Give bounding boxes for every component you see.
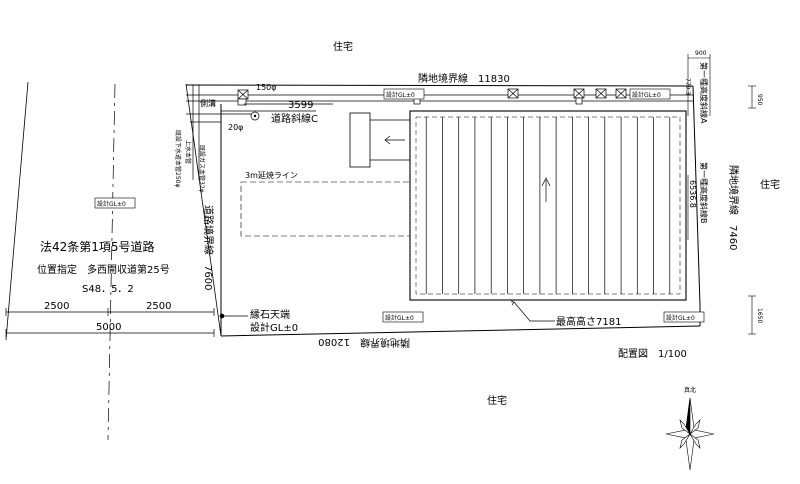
- gl-marker-road: 設計GL±0: [94, 197, 136, 209]
- entrance-block: [349, 112, 410, 168]
- gl-marker-southeast: 設計GL±0: [663, 311, 705, 323]
- road-date: S48．5．2: [82, 284, 134, 295]
- road-dim-right: 2500: [146, 301, 171, 312]
- entrance-arrow-icon: [384, 135, 405, 145]
- curb-leader: [219, 313, 248, 319]
- dim-6536: 6536.8: [688, 180, 697, 208]
- boundary-road-label: 道路境界線 7600: [202, 205, 215, 290]
- svg-text:設計GL±0: 設計GL±0: [97, 200, 126, 208]
- svg-text:設計GL±0: 設計GL±0: [385, 314, 414, 322]
- boundary-north-label: 隣地境界線 11830: [418, 72, 510, 85]
- boundary-south: [220, 325, 701, 337]
- gutter-label: 側溝: [200, 98, 216, 108]
- water-label: 上水本管: [184, 140, 192, 164]
- gl-marker-northeast: 設計GL±0: [629, 88, 671, 100]
- sewer-label: 既設下水道本管250φ: [174, 130, 182, 187]
- utility-lines: [186, 85, 693, 180]
- boundary-south-label: 隣地境界線 12080: [318, 336, 410, 349]
- dim-950: 950: [756, 94, 763, 106]
- road-edge-right: [185, 83, 222, 337]
- gas-label: 既設ガス本管32φ: [198, 145, 206, 193]
- road-dimensions: [5, 308, 215, 337]
- road-edge-left: [5, 81, 29, 341]
- boundary-north: [185, 84, 694, 87]
- roof-ridge-lines: [425, 117, 671, 294]
- svg-text:設計GL±0: 設計GL±0: [386, 91, 415, 99]
- east-dims: [687, 54, 756, 335]
- road-designation: 位置指定 多西開収道第25号: [37, 263, 170, 276]
- valve-box: [575, 97, 583, 105]
- drawing-title: 配置図 1/100: [618, 348, 687, 360]
- svg-text:設計GL±0: 設計GL±0: [666, 314, 695, 322]
- pipe-label-20: 20φ: [228, 123, 243, 132]
- valve-box: [237, 98, 247, 106]
- road-area: [5, 81, 222, 441]
- valve-box: [237, 89, 249, 100]
- road-title: 法42条第1項5号道路: [40, 239, 155, 254]
- building: [409, 110, 687, 301]
- north-label: 真北: [684, 386, 696, 394]
- max-height-leader: [510, 300, 555, 322]
- dim-900: 900: [695, 50, 707, 57]
- dim-3599: 3599: [288, 100, 313, 111]
- valve-markers: [237, 88, 627, 106]
- curb-label-line1: 縁石天端: [250, 308, 290, 321]
- boundary-east-label: 隣地境界線 7460: [727, 165, 740, 250]
- meter-icon: [250, 111, 260, 121]
- roof-direction-arrow-icon: [541, 177, 551, 202]
- svg-text:設計GL±0: 設計GL±0: [632, 91, 661, 99]
- slope-a-label: 第一種高度斜線A: [699, 62, 709, 124]
- fire-spread-label: 3m延焼ライン: [245, 170, 298, 180]
- neighbor-top: 住宅: [333, 40, 353, 53]
- site-boundary: [185, 84, 701, 337]
- boundary-east: [692, 85, 701, 306]
- road-setback-label: 道路斜線C: [271, 112, 318, 125]
- valve-box: [507, 88, 519, 99]
- road-dim-left: 2500: [44, 301, 69, 312]
- dim-1650: 1650: [756, 308, 763, 323]
- gl-marker-north: 設計GL±0: [383, 88, 425, 100]
- dim-779: 779.3: [684, 78, 691, 95]
- max-height-label: 最高高さ7181: [556, 315, 621, 328]
- north-arrow-icon: [665, 397, 715, 471]
- building-inner-outline: [415, 116, 681, 295]
- valve-box: [573, 88, 585, 99]
- gl-marker-south: 設計GL±0: [382, 311, 424, 323]
- road-centerline: [107, 83, 116, 441]
- setback-leader: [221, 103, 333, 112]
- valve-box: [615, 88, 627, 99]
- road-dim-total: 5000: [96, 322, 121, 333]
- neighbor-right: 住宅: [760, 178, 780, 191]
- building-outline: [409, 110, 687, 301]
- valve-box: [595, 88, 607, 99]
- neighbor-bottom: 住宅: [487, 394, 507, 407]
- curb-label-line2: 設計GL±0: [250, 321, 298, 334]
- slope-b-label: 第一種高度斜線B: [699, 162, 709, 224]
- pipe-label-150: 150φ: [256, 83, 277, 92]
